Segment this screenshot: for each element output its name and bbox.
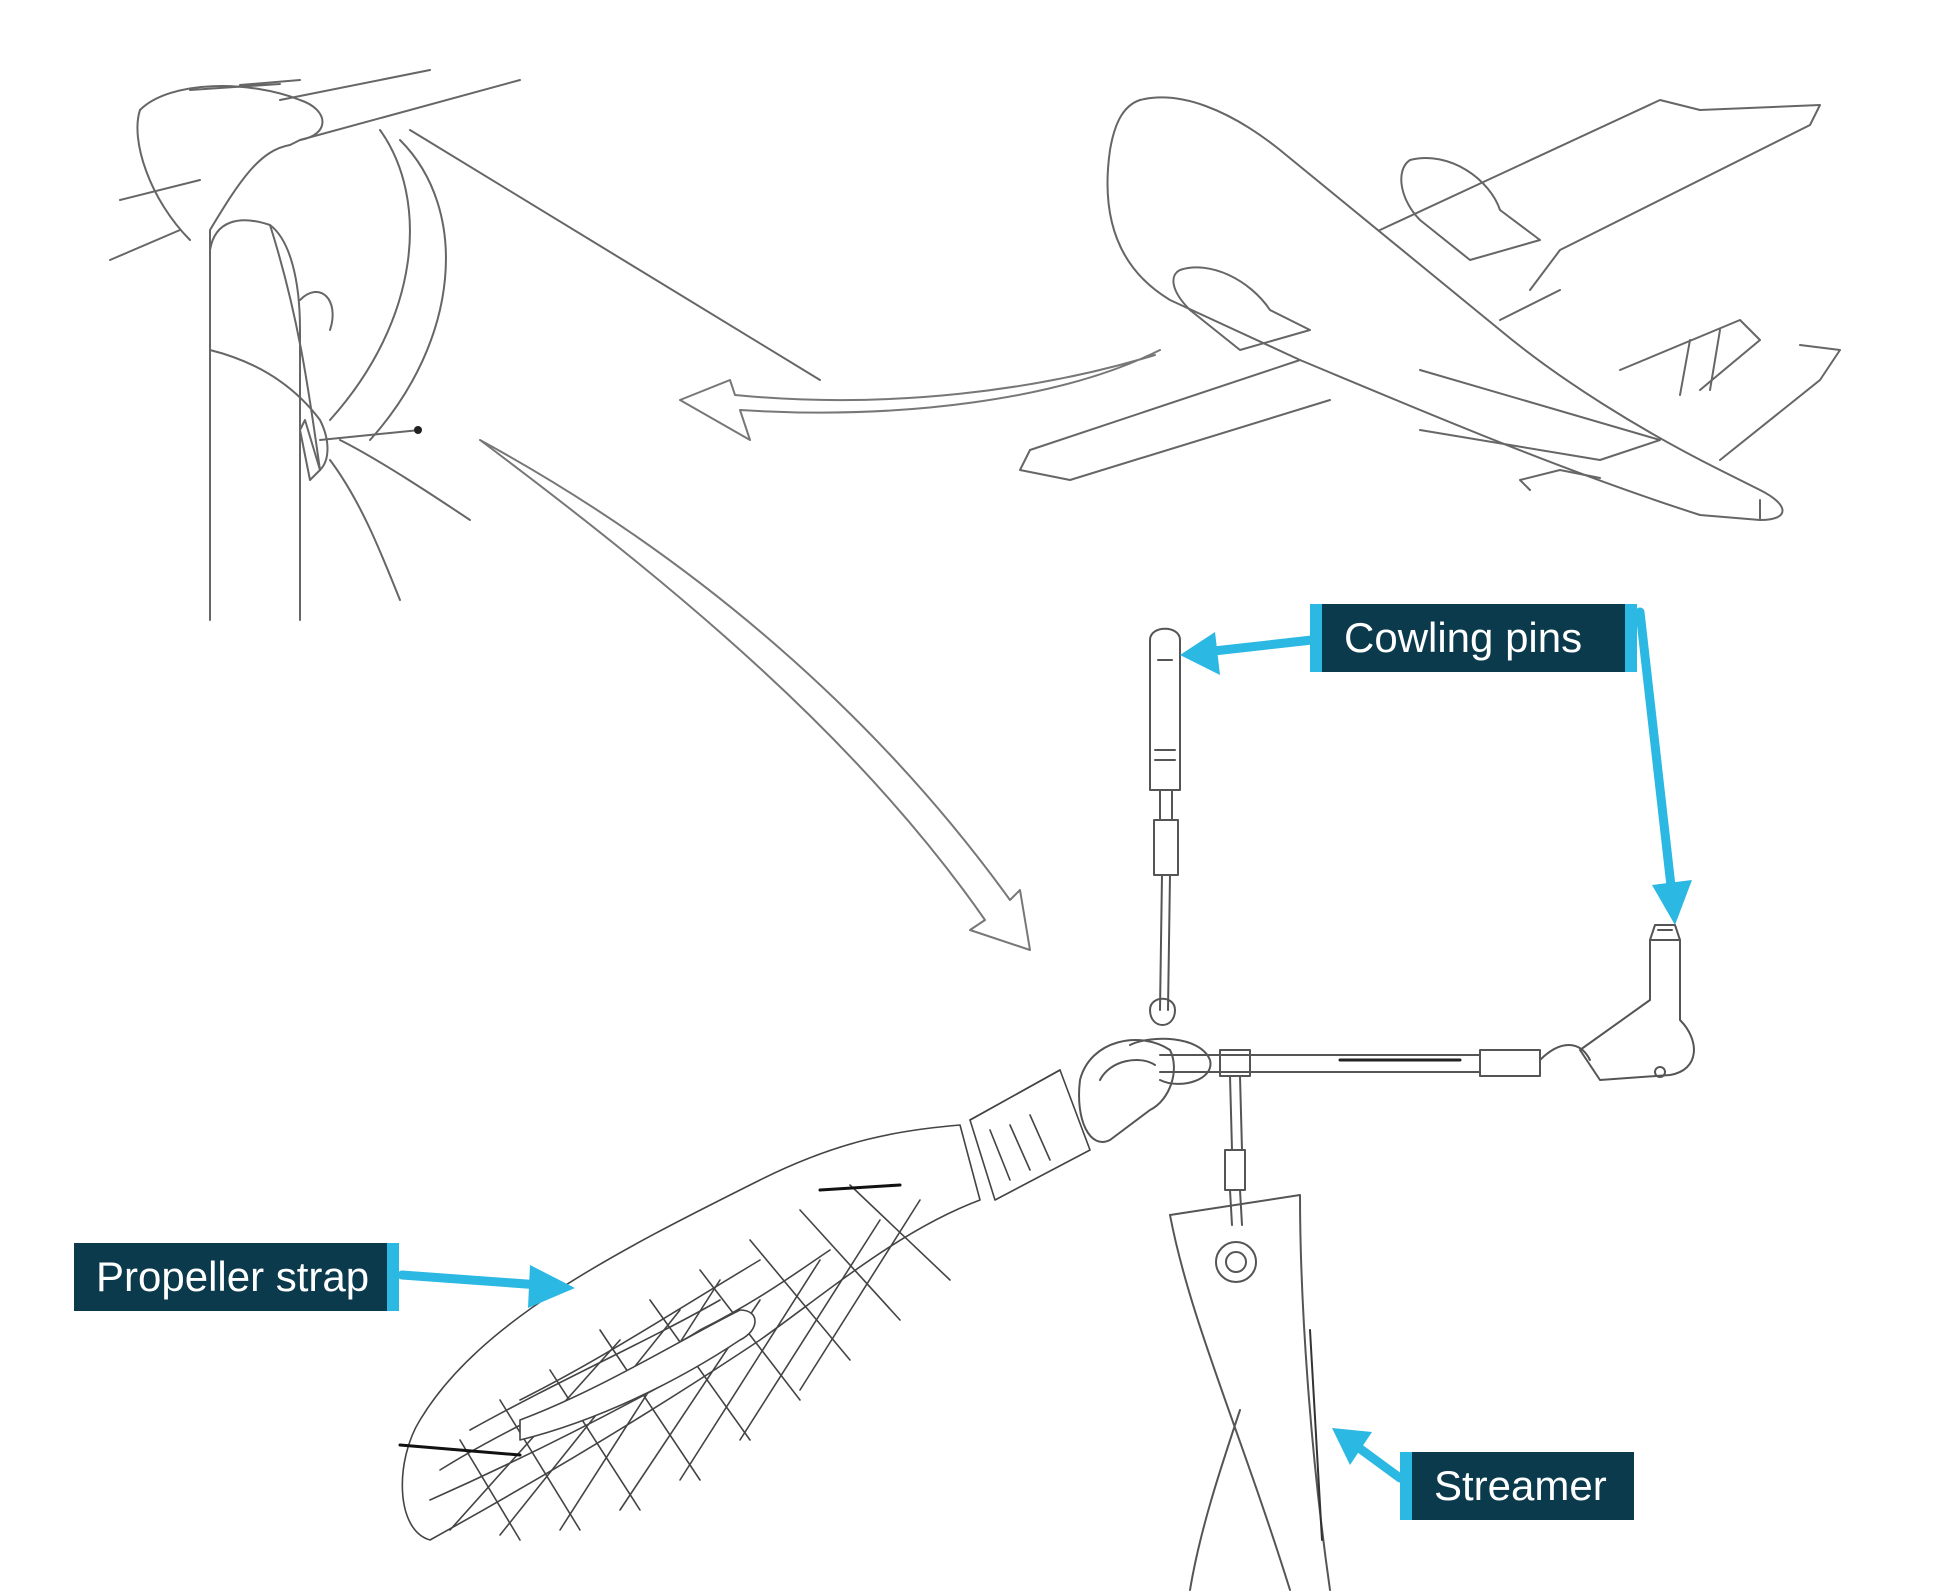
curved-arrow-down — [479, 439, 1031, 951]
arrow-to-propeller-strap — [397, 1270, 545, 1290]
streamer-flag — [1169, 1194, 1331, 1591]
arrow-to-right-cowling-pin — [1635, 607, 1677, 900]
arrowhead-streamer — [1332, 1428, 1372, 1465]
propeller-strap-net — [398, 1069, 1091, 1541]
curved-arrow-left — [679, 349, 1161, 441]
callout-arrows — [397, 607, 1692, 1483]
arrowhead-propeller-strap — [528, 1265, 575, 1308]
arrow-to-streamer — [1350, 1440, 1405, 1483]
arrowhead-right-cowling-pin — [1652, 880, 1692, 925]
streamer-label: Streamer — [1400, 1452, 1634, 1520]
propeller-strap-label: Propeller strap — [74, 1243, 399, 1311]
aircraft-outline — [1019, 96, 1841, 521]
cowling-pin-assembly — [1078, 627, 1695, 1226]
arrow-to-upper-cowling-pin — [1200, 635, 1317, 657]
arrowhead-upper-cowling-pin — [1180, 632, 1220, 675]
cowling-pins-label: Cowling pins — [1310, 604, 1637, 672]
engine-propeller-closeup — [109, 69, 821, 621]
